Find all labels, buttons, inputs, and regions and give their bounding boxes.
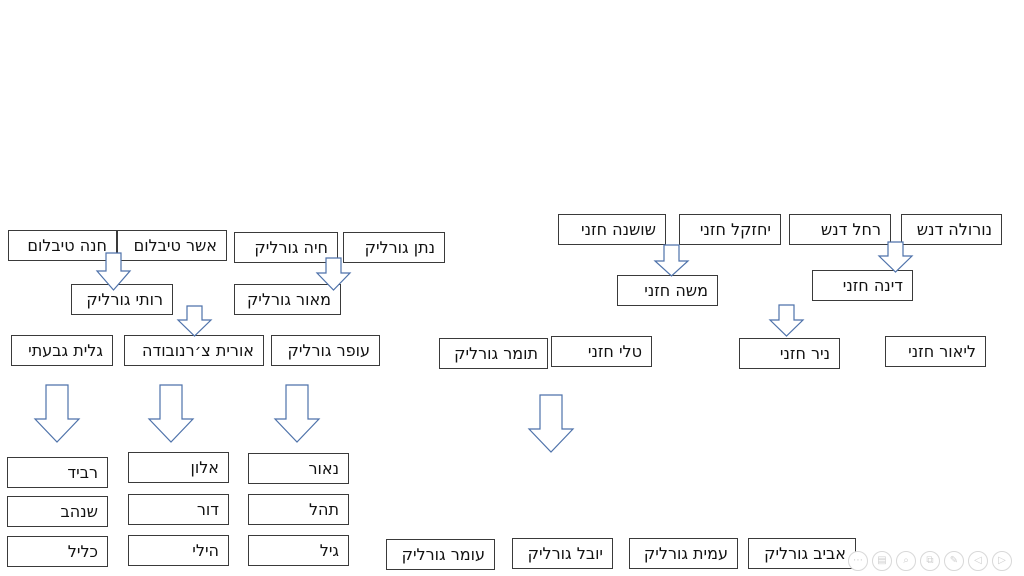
down-arrow-icon	[33, 384, 81, 443]
name-box: שנהב	[7, 496, 108, 527]
name-box: תהל	[248, 494, 349, 525]
down-arrow-icon	[273, 384, 321, 443]
name-box: ניר חזני	[739, 338, 840, 369]
more-icon[interactable]: ⋯	[848, 551, 868, 571]
slides-icon[interactable]: ▤	[872, 551, 892, 571]
name-box: דינה חזני	[812, 270, 913, 301]
name-box: אשר טיבלום	[117, 230, 227, 261]
name-box: מאור גורליק	[234, 284, 341, 315]
name-box: רחל דנש	[789, 214, 891, 245]
name-box: כליל	[7, 536, 108, 567]
name-box: עופר גורליק	[271, 335, 380, 366]
name-box: עמית גורליק	[629, 538, 738, 569]
zoom-icon[interactable]: ⌕	[896, 551, 916, 571]
copy-icon[interactable]: ⧉	[920, 551, 940, 571]
slide-controls: ⋯ ▤ ⌕ ⧉ ✎ ◁ ▷	[848, 551, 1012, 575]
name-box: ליאור חזני	[885, 336, 986, 367]
down-arrow-icon	[653, 244, 690, 277]
name-box: שושנה חזני	[558, 214, 666, 245]
name-box: גיל	[248, 535, 349, 566]
name-box: רביד	[7, 457, 108, 488]
name-box: הילי	[128, 535, 229, 566]
name-box: יובל גורליק	[512, 538, 613, 569]
name-box: רותי גורליק	[71, 284, 173, 315]
name-box: נאור	[248, 453, 349, 484]
name-box: אלון	[128, 452, 229, 483]
name-box: חנה טיבלום	[8, 230, 117, 261]
name-box: עומר גורליק	[386, 539, 495, 570]
name-box: נורולה דנש	[901, 214, 1002, 245]
name-box: חיה גורליק	[234, 232, 338, 263]
down-arrow-icon	[147, 384, 195, 443]
name-box: דור	[128, 494, 229, 525]
next-icon[interactable]: ▷	[992, 551, 1012, 571]
pen-icon[interactable]: ✎	[944, 551, 964, 571]
name-box: אורית צ׳רנובודה	[124, 335, 264, 366]
name-box: נתן גורליק	[343, 232, 445, 263]
down-arrow-icon	[877, 241, 914, 273]
name-box: תומר גורליק	[439, 338, 548, 369]
name-box: גלית גבעתי	[11, 335, 113, 366]
name-box: טלי חזני	[551, 336, 652, 367]
previous-icon[interactable]: ◁	[968, 551, 988, 571]
down-arrow-icon	[176, 305, 213, 337]
name-box: יחזקל חזני	[679, 214, 781, 245]
down-arrow-icon	[527, 394, 575, 453]
name-box: אביב גורליק	[748, 538, 856, 569]
down-arrow-icon	[768, 304, 805, 337]
name-box: משה חזני	[617, 275, 718, 306]
